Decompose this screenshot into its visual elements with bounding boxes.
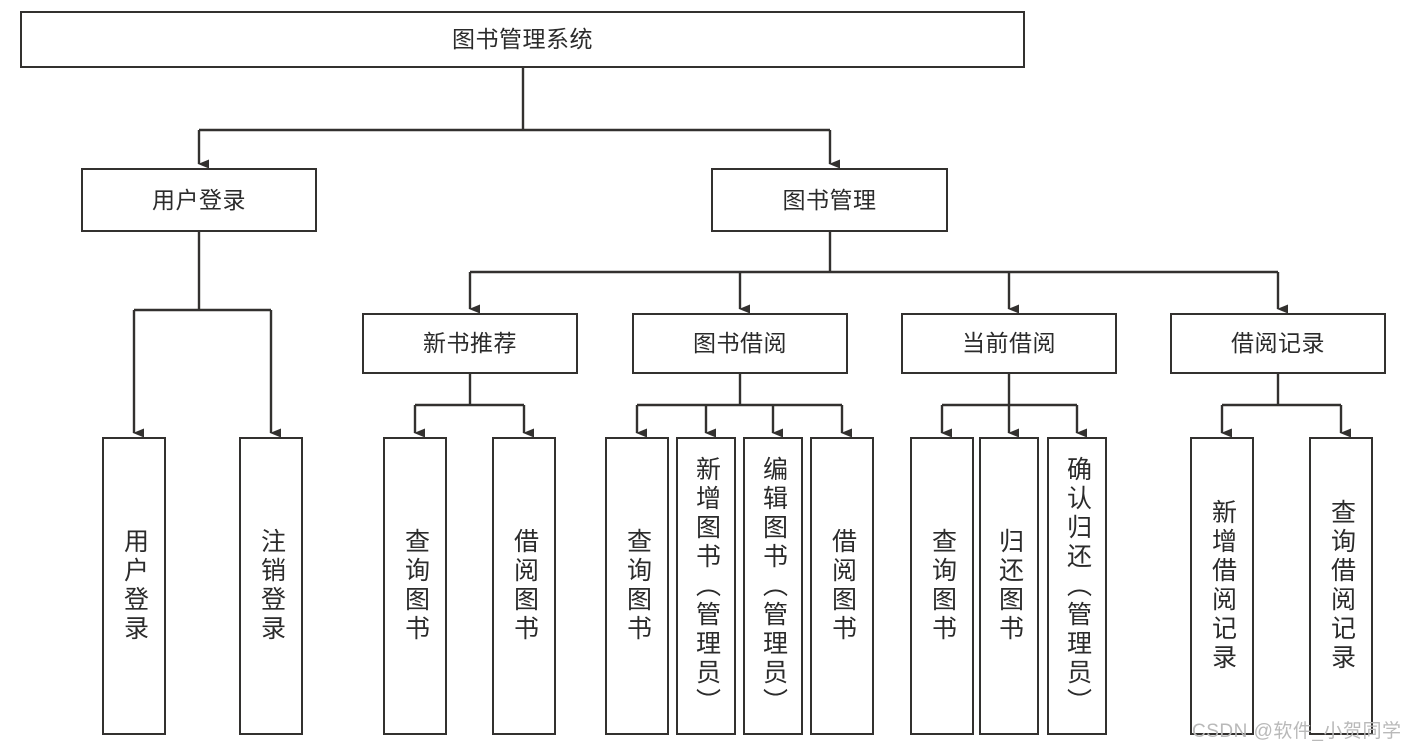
node-label: 图书管理 (782, 186, 877, 213)
node-book-borrow[interactable]: 图书借阅 (632, 313, 848, 374)
node-label: 图书借阅 (693, 330, 787, 357)
node-label: 确认归还（管理员） (1063, 455, 1092, 717)
node-leaf-borrow-book-1[interactable]: 借阅图书 (492, 437, 556, 735)
node-label: 当前借阅 (962, 330, 1056, 357)
node-label: 查询图书 (401, 528, 430, 644)
node-label: 新增图书（管理员） (692, 455, 721, 717)
node-label: 借阅图书 (828, 528, 857, 644)
node-label: 编辑图书（管理员） (759, 455, 788, 717)
node-leaf-query-book-1[interactable]: 查询图书 (383, 437, 447, 735)
node-label: 图书管理系统 (452, 26, 593, 53)
node-leaf-user-login[interactable]: 用户登录 (102, 437, 166, 735)
node-leaf-query-book-3[interactable]: 查询图书 (910, 437, 974, 735)
node-borrow-records[interactable]: 借阅记录 (1170, 313, 1386, 374)
node-leaf-confirm-return[interactable]: 确认归还（管理员） (1047, 437, 1107, 735)
node-label: 新增借阅记录 (1208, 499, 1237, 673)
node-label: 新书推荐 (423, 330, 517, 357)
node-label: 查询借阅记录 (1327, 499, 1356, 673)
node-label: 借阅记录 (1231, 330, 1325, 357)
node-leaf-user-logout[interactable]: 注销登录 (239, 437, 303, 735)
node-label: 查询图书 (928, 528, 957, 644)
node-leaf-edit-book[interactable]: 编辑图书（管理员） (743, 437, 803, 735)
node-book-management[interactable]: 图书管理 (711, 168, 948, 232)
node-label: 用户登录 (152, 186, 246, 213)
node-label: 用户登录 (120, 528, 149, 644)
node-label: 注销登录 (257, 528, 286, 644)
node-leaf-borrow-book-2[interactable]: 借阅图书 (810, 437, 874, 735)
node-label: 归还图书 (995, 528, 1024, 644)
node-leaf-add-record[interactable]: 新增借阅记录 (1190, 437, 1254, 735)
node-label: 借阅图书 (510, 528, 539, 644)
node-leaf-query-book-2[interactable]: 查询图书 (605, 437, 669, 735)
node-user-login[interactable]: 用户登录 (81, 168, 317, 232)
node-new-book-recommend[interactable]: 新书推荐 (362, 313, 578, 374)
node-current-borrow[interactable]: 当前借阅 (901, 313, 1117, 374)
node-leaf-query-record[interactable]: 查询借阅记录 (1309, 437, 1373, 735)
node-leaf-return-book[interactable]: 归还图书 (979, 437, 1039, 735)
node-label: 查询图书 (623, 528, 652, 644)
node-root-system[interactable]: 图书管理系统 (20, 11, 1025, 68)
node-leaf-add-book[interactable]: 新增图书（管理员） (676, 437, 736, 735)
